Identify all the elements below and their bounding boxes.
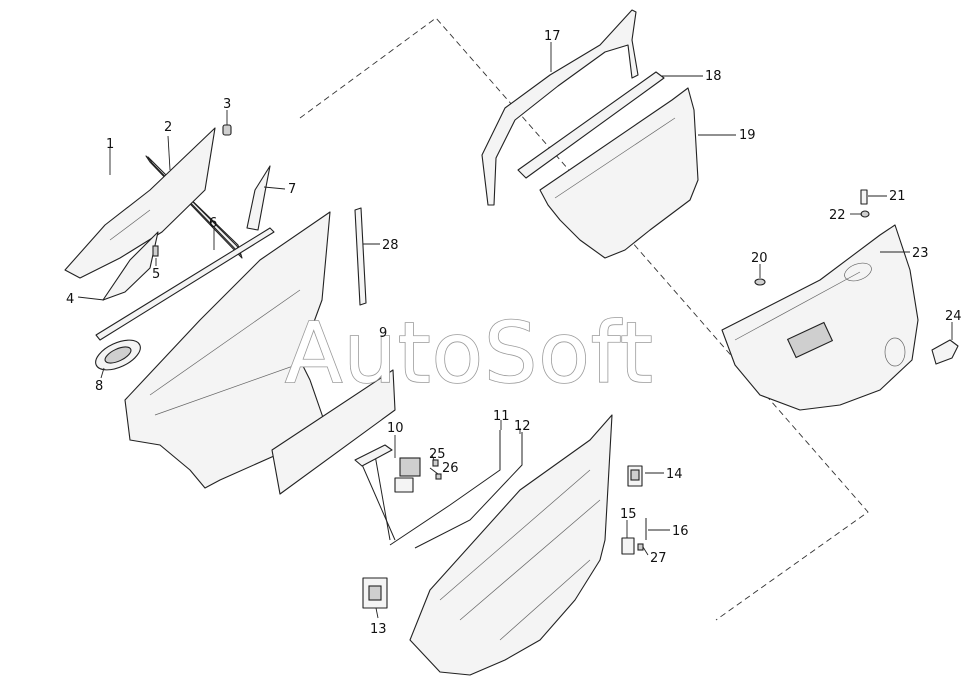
callout-12: 12	[514, 419, 531, 434]
part-12-cable	[414, 432, 523, 549]
part-11-cable	[389, 430, 501, 546]
inner-door-structure	[409, 414, 613, 676]
part-27-fastener	[637, 543, 644, 551]
callout-14: 14	[666, 467, 683, 482]
callout-15: 15	[620, 507, 637, 522]
callout-7: 7	[288, 182, 296, 197]
callout-17: 17	[544, 29, 561, 44]
callout-16: 16	[672, 524, 689, 539]
callout-24: 24	[945, 309, 962, 324]
callout-23: 23	[912, 246, 929, 261]
part-26-nut	[435, 473, 442, 480]
part-13-door-latch	[362, 577, 388, 609]
callout-26: 26	[442, 461, 459, 476]
callout-9: 9	[379, 326, 387, 341]
part-23-door-trim-panel	[721, 224, 919, 411]
callout-3: 3	[223, 97, 231, 112]
part-18-inner-belt-strip	[517, 71, 665, 179]
part-9-insulation-pad	[271, 369, 396, 495]
part-2-door-glass	[64, 127, 216, 279]
callout-10: 10	[387, 421, 404, 436]
callout-11: 11	[493, 409, 510, 424]
part-7-sash-trim	[246, 165, 271, 231]
part-19-inner-panel-sheet	[539, 87, 699, 259]
leader-lines	[77, 42, 953, 619]
callout-labels: 1 2 3 4 5 6 7 8 9 10 11 12 13 14 15 16 1…	[66, 29, 962, 637]
callout-4: 4	[66, 292, 74, 307]
part-6-division-bar	[95, 227, 275, 341]
outer-door-panel	[124, 211, 331, 489]
callout-6: 6	[209, 216, 217, 231]
callout-25: 25	[429, 447, 446, 462]
part-8-outside-handle	[95, 339, 141, 371]
part-25-bolt	[432, 459, 439, 467]
callout-8: 8	[95, 379, 103, 394]
callout-28: 28	[382, 238, 399, 253]
part-10-window-regulator	[354, 444, 421, 541]
part-15-lower-hinge	[621, 537, 635, 555]
part-28-weatherstrip	[354, 207, 367, 306]
part-17-frame-trim	[481, 9, 639, 206]
callout-20: 20	[751, 251, 768, 266]
callout-5: 5	[152, 267, 160, 282]
part-21-pin	[860, 189, 868, 205]
callout-27: 27	[650, 551, 667, 566]
callout-13: 13	[370, 622, 387, 637]
part-5-screw	[152, 245, 159, 257]
part-24-inside-handle	[931, 339, 959, 365]
callout-18: 18	[705, 69, 722, 84]
part-14-upper-hinge	[627, 465, 643, 487]
part-20-clip	[754, 278, 766, 286]
assembly-boundary	[299, 17, 869, 621]
callout-1: 1	[106, 137, 114, 152]
watermark-text: AutoSoft	[285, 304, 654, 402]
part-22-nut	[860, 210, 870, 218]
part-3-clip	[222, 124, 232, 136]
callout-22: 22	[829, 208, 846, 223]
callout-21: 21	[889, 189, 906, 204]
callout-2: 2	[164, 120, 172, 135]
callout-19: 19	[739, 128, 756, 143]
